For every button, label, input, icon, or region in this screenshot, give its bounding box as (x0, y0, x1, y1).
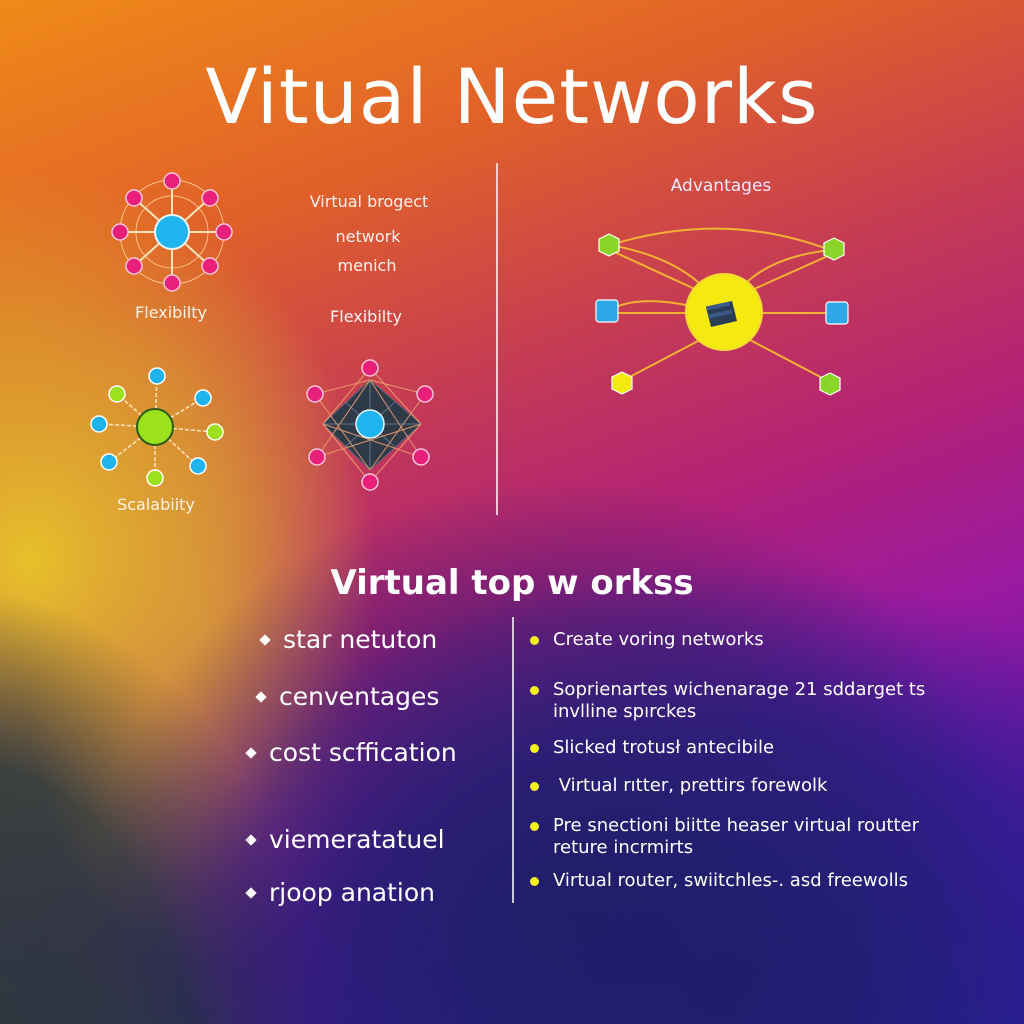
diamond-bullet-icon (245, 886, 257, 899)
right-list-item: Pre snectioni biitte heaser virtual rout… (530, 815, 919, 859)
left-list-item: cost scffication (245, 738, 457, 767)
left-list-item: rjoop anation (245, 878, 435, 907)
scalability-label: Scalabiity (117, 495, 195, 514)
diamond-bullet-icon (245, 746, 257, 759)
flexibility-label: Flexibilty (135, 303, 207, 322)
left-list-item: viemeratatuel (245, 825, 445, 854)
scalability-star-diagram (90, 367, 224, 487)
mesh-diamond-diagram (306, 359, 434, 491)
description-line-2: network (335, 227, 401, 246)
right-list-item: Virtual rıtter, prettirs forewolk (530, 775, 827, 797)
hub-node (355, 409, 385, 439)
diamond-bullet-icon (259, 633, 271, 646)
left-list-item: star netuton (259, 625, 437, 654)
right-list-item: Slicked trotusł antecibile (530, 737, 774, 759)
right-list-item: Create voring networks (530, 629, 764, 651)
yellow-bullet-icon (530, 782, 539, 791)
hub-node (154, 214, 190, 250)
description-line-1: Virtual brogect (309, 192, 429, 211)
page-title: Vitual Networks (205, 52, 819, 141)
diamond-bullet-icon (255, 690, 267, 703)
yellow-bullet-icon (530, 877, 539, 886)
advantages-heading: Advantages (670, 176, 772, 196)
hub-node (136, 408, 174, 446)
description-line-3: menich (337, 256, 397, 275)
left-list-item: cenventages (255, 682, 439, 711)
vertical-divider-bottom (512, 617, 514, 903)
flexibility-star-diagram (111, 172, 233, 292)
yellow-bullet-icon (530, 686, 539, 695)
right-list-item: Virtual router, swiitchles-. asd freewol… (530, 870, 908, 892)
yellow-bullet-icon (530, 636, 539, 645)
yellow-bullet-icon (530, 744, 539, 753)
description-label: Flexibilty (330, 307, 402, 326)
section-title: Virtual top w orkss (330, 563, 694, 603)
stack-icon (705, 301, 737, 327)
yellow-bullet-icon (530, 822, 539, 831)
diamond-bullet-icon (245, 833, 257, 846)
vertical-divider-top (496, 163, 498, 515)
advantages-hub-diagram (595, 227, 849, 396)
